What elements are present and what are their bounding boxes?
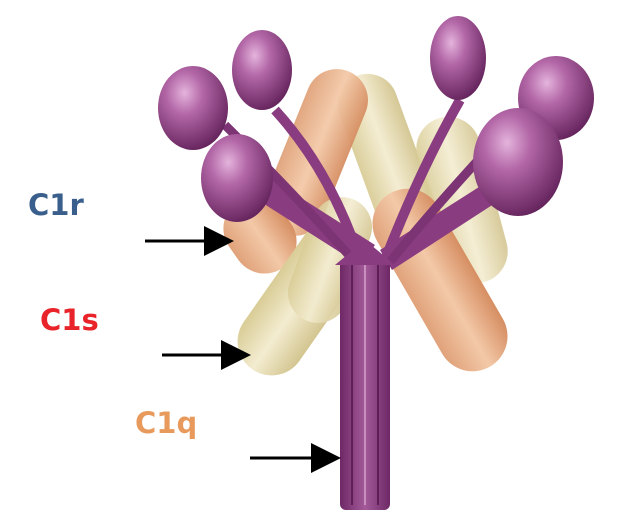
c1q-label: C1q xyxy=(135,406,197,440)
c1r-label: C1r xyxy=(28,188,84,222)
c1s-label: C1s xyxy=(40,303,99,337)
